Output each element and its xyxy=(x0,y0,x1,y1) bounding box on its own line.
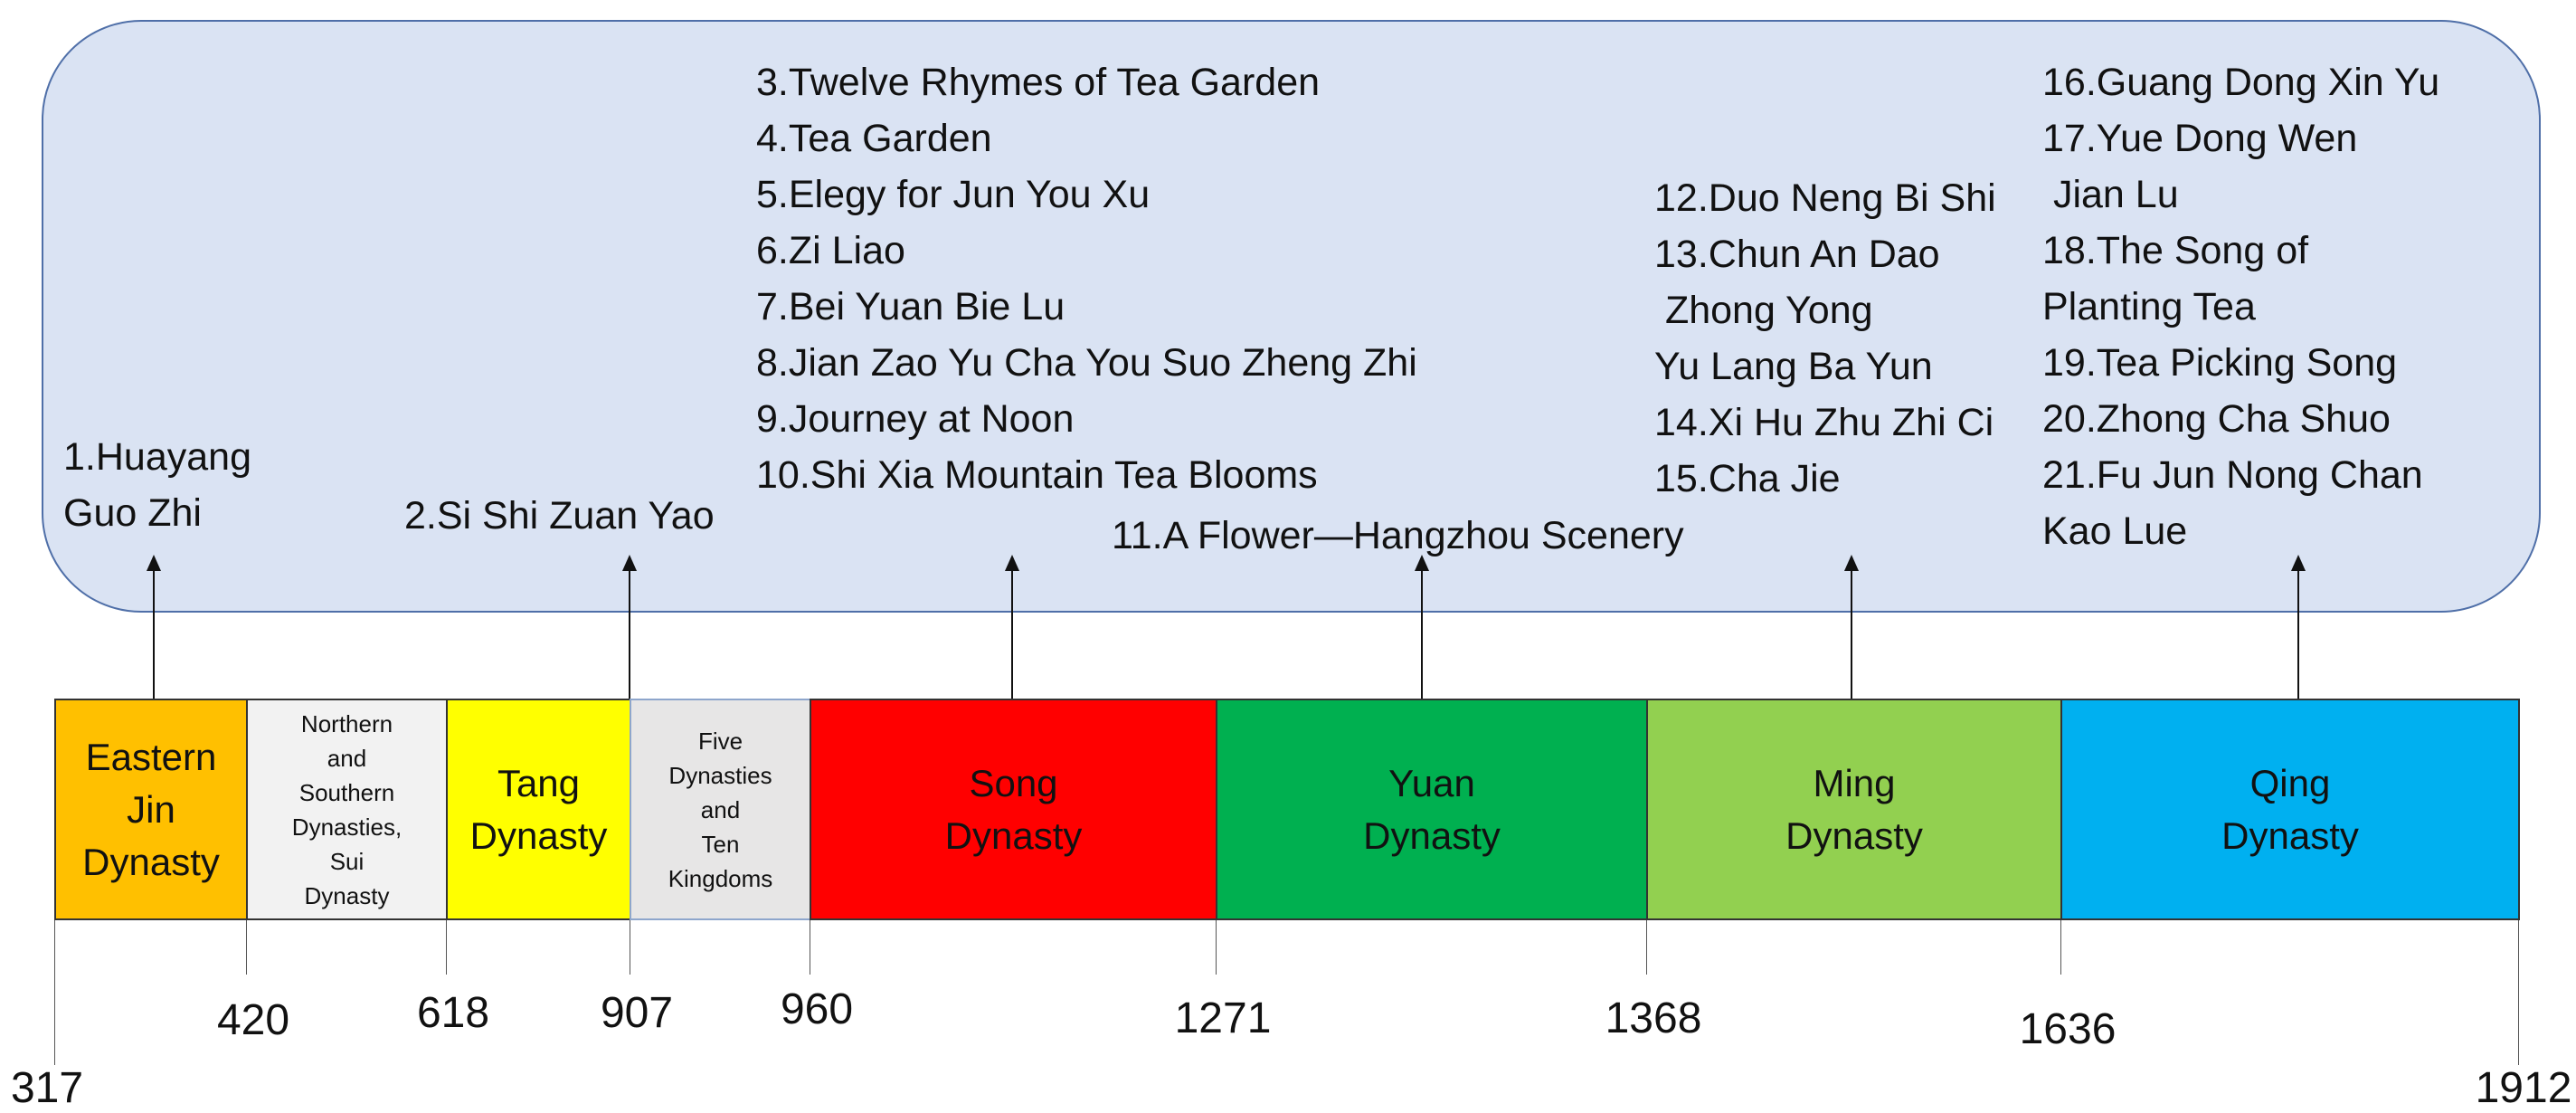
year-label: 420 xyxy=(216,996,290,1044)
work-title: Guo Zhi xyxy=(63,491,202,535)
dynasty-label: Tang xyxy=(497,761,581,804)
work-title: Jian Lu xyxy=(2042,173,2179,216)
year-label: 1912 xyxy=(2475,1064,2572,1112)
work-title: 21.Fu Jun Nong Chan xyxy=(2042,453,2423,497)
work-title: 9.Journey at Noon xyxy=(756,397,1075,441)
work-title: Zhong Yong xyxy=(1654,289,1873,332)
work-title: 12.Duo Neng Bi Shi xyxy=(1654,176,1996,220)
year-tick xyxy=(2518,920,2519,1065)
work-title: 4.Tea Garden xyxy=(756,117,992,160)
year-tick xyxy=(1216,920,1217,975)
work-title: 17.Yue Dong Wen xyxy=(2042,117,2358,160)
works-group-tang: 2.Si Shi Zuan Yao xyxy=(404,488,715,544)
year-tick xyxy=(2060,920,2061,975)
year-label: 1271 xyxy=(1174,994,1272,1042)
dynasty-label: Eastern xyxy=(85,735,217,778)
dynasty-label: Song xyxy=(969,761,1058,804)
work-title: 6.Zi Liao xyxy=(756,229,905,272)
work-title: 10.Shi Xia Mountain Tea Blooms xyxy=(756,453,1318,497)
arrow-ming xyxy=(1844,555,1859,699)
works-group-song: 3.Twelve Rhymes of Tea Garden 4.Tea Garde… xyxy=(756,54,1417,503)
arrow-qing xyxy=(2291,555,2306,699)
work-title: 5.Elegy for Jun You Xu xyxy=(756,173,1151,216)
year-label: 1636 xyxy=(2019,1005,2117,1053)
year-label: 618 xyxy=(416,989,490,1037)
year-tick xyxy=(1646,920,1647,975)
year-tick xyxy=(54,920,55,1065)
dynasty-label: Dynasty xyxy=(469,813,608,857)
dynasty-label: Yuan xyxy=(1388,761,1475,804)
dynasty-label: Dynasty xyxy=(1363,813,1501,857)
work-title: 15.Cha Jie xyxy=(1654,457,1841,500)
works-group-yuan: 11.A Flower—Hangzhou Scenery xyxy=(1112,508,1684,564)
works-group-ming: 12.Duo Neng Bi Shi 13.Chun An Dao Zhong Y… xyxy=(1654,170,1996,507)
work-title: Kao Lue xyxy=(2042,509,2188,553)
dynasty-label: Dynasty xyxy=(1785,813,1923,857)
dynasty-label: Dynasty xyxy=(82,840,220,883)
work-title: 11.A Flower—Hangzhou Scenery xyxy=(1112,514,1684,557)
work-title: 20.Zhong Cha Shuo xyxy=(2042,397,2391,441)
dynasty-label: Kingdoms xyxy=(668,864,773,892)
dynasty-label: Sui xyxy=(329,847,365,875)
work-title: 16.Guang Dong Xin Yu xyxy=(2042,61,2440,104)
year-tick xyxy=(246,920,247,975)
dynasty-label: Northern xyxy=(300,709,393,737)
work-title: 7.Bei Yuan Bie Lu xyxy=(756,285,1065,328)
dynasty-label: Dynasties xyxy=(668,761,772,789)
arrow-eastern-jin xyxy=(147,555,161,699)
dynasty-label: Dynasty xyxy=(2221,813,2359,857)
year-tick xyxy=(446,920,447,975)
work-title: Yu Lang Ba Yun xyxy=(1654,345,1933,388)
dynasty-label: Dynasties, xyxy=(291,813,402,841)
dynasty-label: and xyxy=(700,795,741,823)
dynasty-label: Dynasty xyxy=(944,813,1083,857)
work-title: 3.Twelve Rhymes of Tea Garden xyxy=(756,61,1321,104)
dynasty-label: Qing xyxy=(2249,761,2331,804)
arrow-song xyxy=(1005,555,1019,699)
dynasty-label: Southern xyxy=(298,778,395,806)
work-title: 8.Jian Zao Yu Cha You Suo Zheng Zhi xyxy=(756,341,1417,385)
dynasty-label: Ming xyxy=(1813,761,1896,804)
dynasty-label: Five xyxy=(697,727,743,755)
work-title: Planting Tea xyxy=(2042,285,2256,328)
dynasty-label: Dynasty xyxy=(304,881,390,909)
dynasty-label: and xyxy=(327,744,367,772)
year-label: 960 xyxy=(780,985,854,1033)
year-label: 317 xyxy=(10,1064,84,1112)
year-label: 1368 xyxy=(1605,994,1702,1042)
works-callout-box xyxy=(42,20,2541,613)
dynasty-label: Ten xyxy=(701,830,740,858)
work-title: 18.The Song of xyxy=(2042,229,2309,272)
works-group-qing: 16.Guang Dong Xin Yu 17.Yue Dong Wen Jian… xyxy=(2042,54,2439,559)
work-title: 1.Huayang xyxy=(63,435,251,479)
work-title: 14.Xi Hu Zhu Zhi Ci xyxy=(1654,401,1994,444)
arrow-yuan xyxy=(1415,555,1429,699)
work-title: 13.Chun An Dao xyxy=(1654,233,1940,276)
work-title: 19.Tea Picking Song xyxy=(2042,341,2398,385)
year-label: 907 xyxy=(600,989,674,1037)
arrow-tang xyxy=(622,555,637,699)
dynasty-label: Jin xyxy=(127,787,175,831)
work-title: 2.Si Shi Zuan Yao xyxy=(404,494,715,537)
